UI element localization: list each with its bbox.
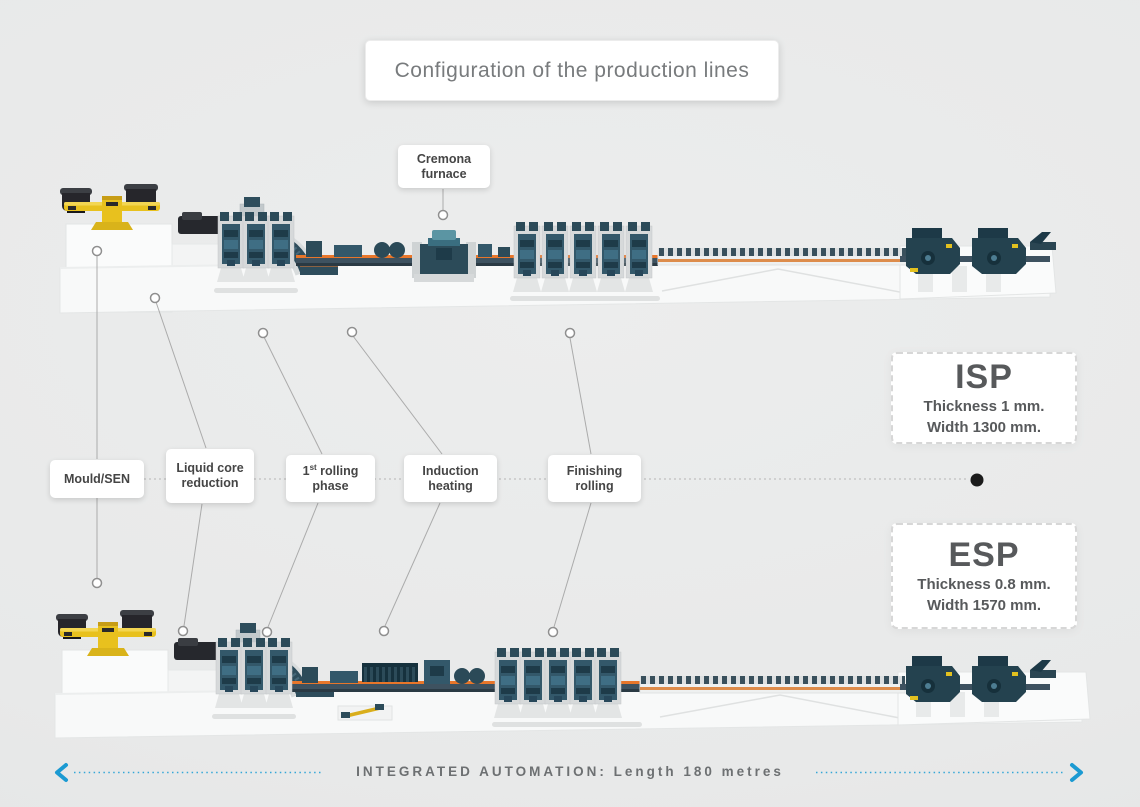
isp-width: Width 1300 mm.	[926, 419, 1042, 436]
callout-line: Mould/SEN	[64, 471, 130, 486]
right-dotted-arrow	[816, 763, 1083, 782]
callout-cremona-furnace: Cremona furnace	[398, 145, 490, 188]
ladle-turret-icon	[60, 184, 160, 230]
callout-line: Finishing	[566, 463, 623, 478]
callout-line: furnace	[421, 166, 467, 181]
cremona-furnace-icon	[412, 230, 476, 282]
roughing-stands-icon	[214, 637, 294, 709]
esp-name: ESP	[948, 536, 1020, 574]
callout-line: Cremona	[416, 151, 472, 166]
callout-finishing-rolling: Finishing rolling	[548, 455, 641, 502]
callout-line: rolling	[575, 478, 614, 493]
isp-line-illustration	[59, 184, 1057, 314]
finishing-stands-icon	[493, 647, 623, 719]
isp-thickness: Thickness 1 mm.	[923, 398, 1045, 415]
callout-line: 1st rolling	[302, 462, 359, 478]
finishing-stands-icon	[512, 221, 654, 293]
esp-card: ESP Thickness 0.8 mm. Width 1570 mm.	[891, 523, 1077, 629]
callout-induction-heating: Induction heating	[404, 455, 497, 502]
footer-text: INTEGRATED AUTOMATION: Length 180 metres	[356, 764, 784, 779]
callout-line: Liquid core	[176, 461, 244, 475]
callout-liquid-core-reduction: Liquid core reduction	[166, 449, 254, 503]
esp-thickness: Thickness 0.8 mm.	[917, 576, 1051, 593]
runout-table-icon	[657, 248, 907, 266]
leader-lines	[96, 189, 592, 628]
esp-line-illustration	[54, 610, 1091, 739]
black-end-dot	[970, 473, 984, 487]
callout-line: phase	[312, 478, 349, 493]
runout-table-icon	[639, 676, 906, 694]
isp-card: ISP Thickness 1 mm. Width 1300 mm.	[891, 352, 1077, 444]
callout-first-rolling-phase: 1st rolling phase	[286, 455, 375, 502]
page-title: Configuration of the production lines	[365, 40, 779, 101]
left-dotted-arrow	[55, 763, 322, 782]
page-title-text: Configuration of the production lines	[394, 58, 750, 82]
isp-name: ISP	[955, 358, 1013, 396]
ladle-turret-icon	[56, 610, 156, 656]
callout-mould-sen: Mould/SEN	[50, 460, 144, 498]
integrated-automation-label: INTEGRATED AUTOMATION: Length 180 metres	[330, 764, 810, 779]
induction-heating-icon	[362, 663, 418, 682]
callout-line: Induction	[422, 463, 479, 478]
callout-line: reduction	[181, 476, 239, 490]
roughing-stands-icon	[216, 211, 296, 283]
esp-width: Width 1570 mm.	[926, 597, 1042, 614]
callout-line: heating	[428, 478, 473, 493]
